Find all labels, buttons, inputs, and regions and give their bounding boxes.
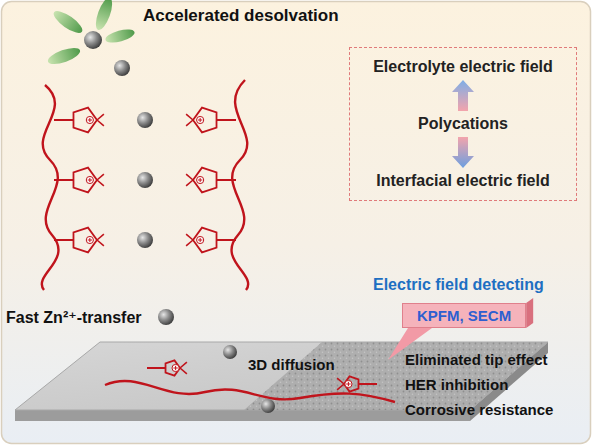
dashed-field-box: Electrolyte electric fieldPolycationsInt… xyxy=(349,47,577,201)
ring-symbol xyxy=(186,168,236,193)
detection-callout: Electric field detectingKPFM, SECM xyxy=(402,303,526,328)
callout-side xyxy=(526,298,533,328)
field-arrow xyxy=(452,137,474,168)
benefit-note: Eliminated tip effect xyxy=(405,351,548,368)
callout-heading: Electric field detecting xyxy=(373,276,544,294)
zinc-ions xyxy=(46,0,275,413)
mechanism-note: 3D diffusion xyxy=(248,356,335,373)
pyrrolidinium-rings xyxy=(54,108,377,392)
ring-symbol xyxy=(186,228,236,253)
box-text: Interfacial electric field xyxy=(376,172,549,190)
benefit-note: Corrosive resistance xyxy=(405,401,553,418)
ring-symbol xyxy=(337,376,377,391)
ring-symbol xyxy=(186,108,236,133)
heading-note: Accelerated desolvation xyxy=(143,6,339,26)
box-text: KPFM, SECM xyxy=(417,307,511,324)
benefit-note: HER inhibition xyxy=(405,376,508,393)
box-text: Polycations xyxy=(418,115,508,133)
ring-symbol xyxy=(54,228,104,253)
polymer-chains xyxy=(42,80,395,402)
ring-symbol xyxy=(54,108,104,133)
mechanism-note: Fast Zn²⁺-transfer xyxy=(6,308,142,327)
ring-symbol xyxy=(54,168,104,193)
field-arrow xyxy=(452,80,474,111)
box-text: Electrolyte electric field xyxy=(373,58,553,76)
ring-symbol xyxy=(147,360,187,375)
